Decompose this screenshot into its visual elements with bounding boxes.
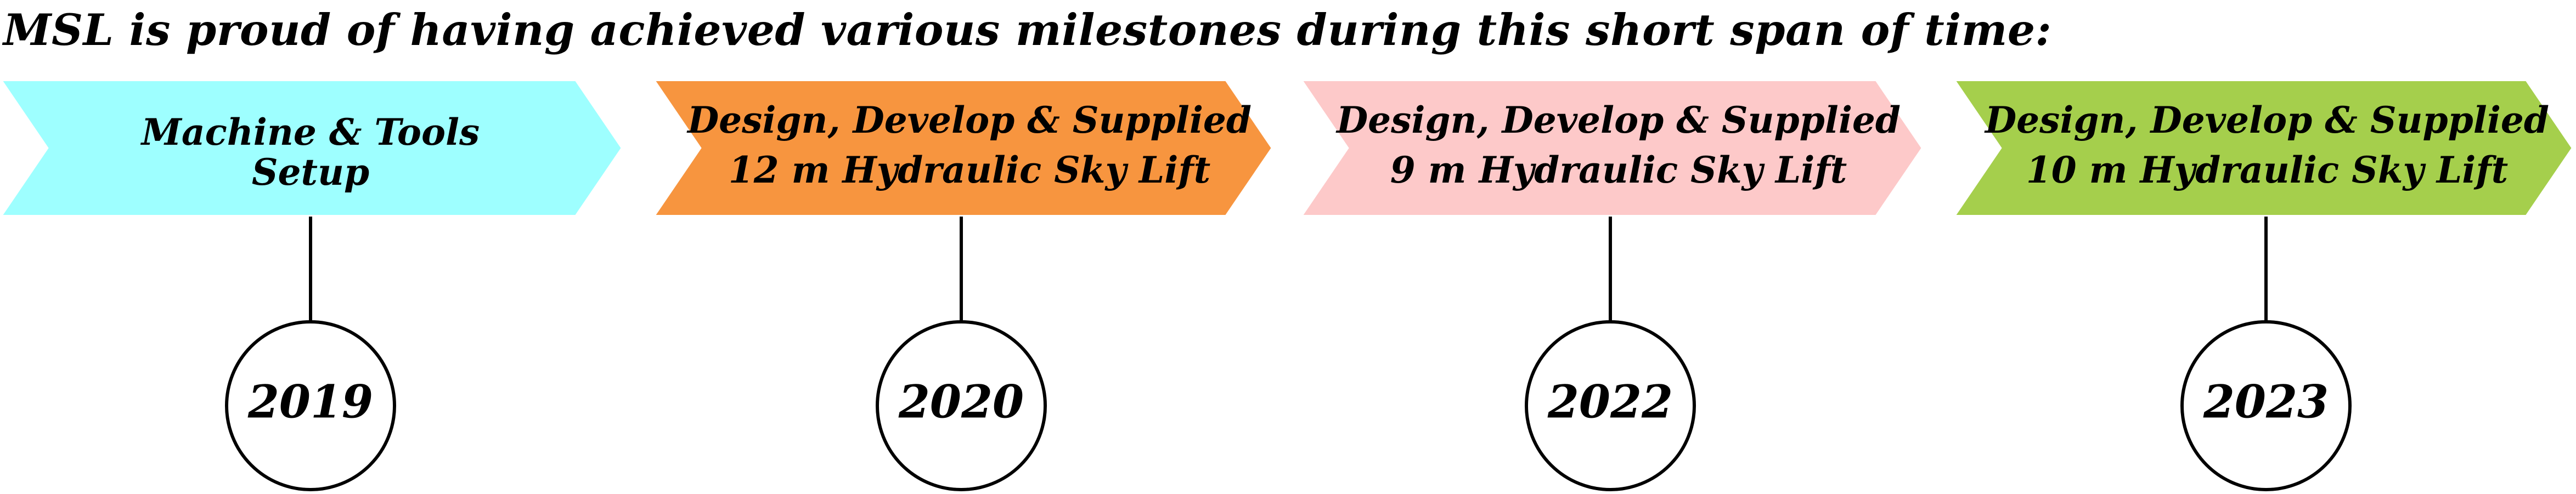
milestone-text-line-1: Design, Develop & Supplied: [686, 99, 1252, 141]
page-heading: MSL is proud of having achieved various …: [3, 4, 2052, 55]
milestone-text-line-1: Machine & Tools: [140, 111, 480, 154]
year-label: 2023: [2203, 376, 2329, 428]
year-circle: [225, 320, 396, 491]
milestone-text-line-2: 9 m Hydraulic Sky Lift: [1390, 149, 1847, 191]
milestone-text-line-2: 10 m Hydraulic Sky Lift: [2026, 149, 2508, 191]
milestone-text-line-2: Setup: [252, 151, 369, 194]
year-label: 2020: [898, 376, 1024, 428]
milestone-arrow: [1297, 78, 1925, 218]
milestone-text-line-1: Design, Develop & Supplied: [1984, 99, 2549, 141]
milestone-arrow: [650, 78, 1275, 218]
milestone-text-line-2: 12 m Hydraulic Sky Lift: [729, 149, 1210, 191]
milestone-1: Machine & Tools Setup 2019: [0, 78, 625, 491]
milestone-text-line-1: Design, Develop & Supplied: [1335, 99, 1901, 141]
milestone-2: Design, Develop & Supplied 12 m Hydrauli…: [650, 78, 1275, 491]
milestone-3: Design, Develop & Supplied 9 m Hydraulic…: [1297, 78, 1925, 491]
year-circle: [2180, 320, 2352, 491]
year-label: 2019: [247, 376, 373, 428]
milestone-4: Design, Develop & Supplied 10 m Hydrauli…: [1950, 78, 2575, 491]
milestone-arrow: [1950, 78, 2575, 218]
milestone-arrow: [0, 78, 625, 218]
year-circle: [876, 320, 1047, 491]
year-label: 2022: [1547, 376, 1673, 428]
year-circle: [1525, 320, 1696, 491]
